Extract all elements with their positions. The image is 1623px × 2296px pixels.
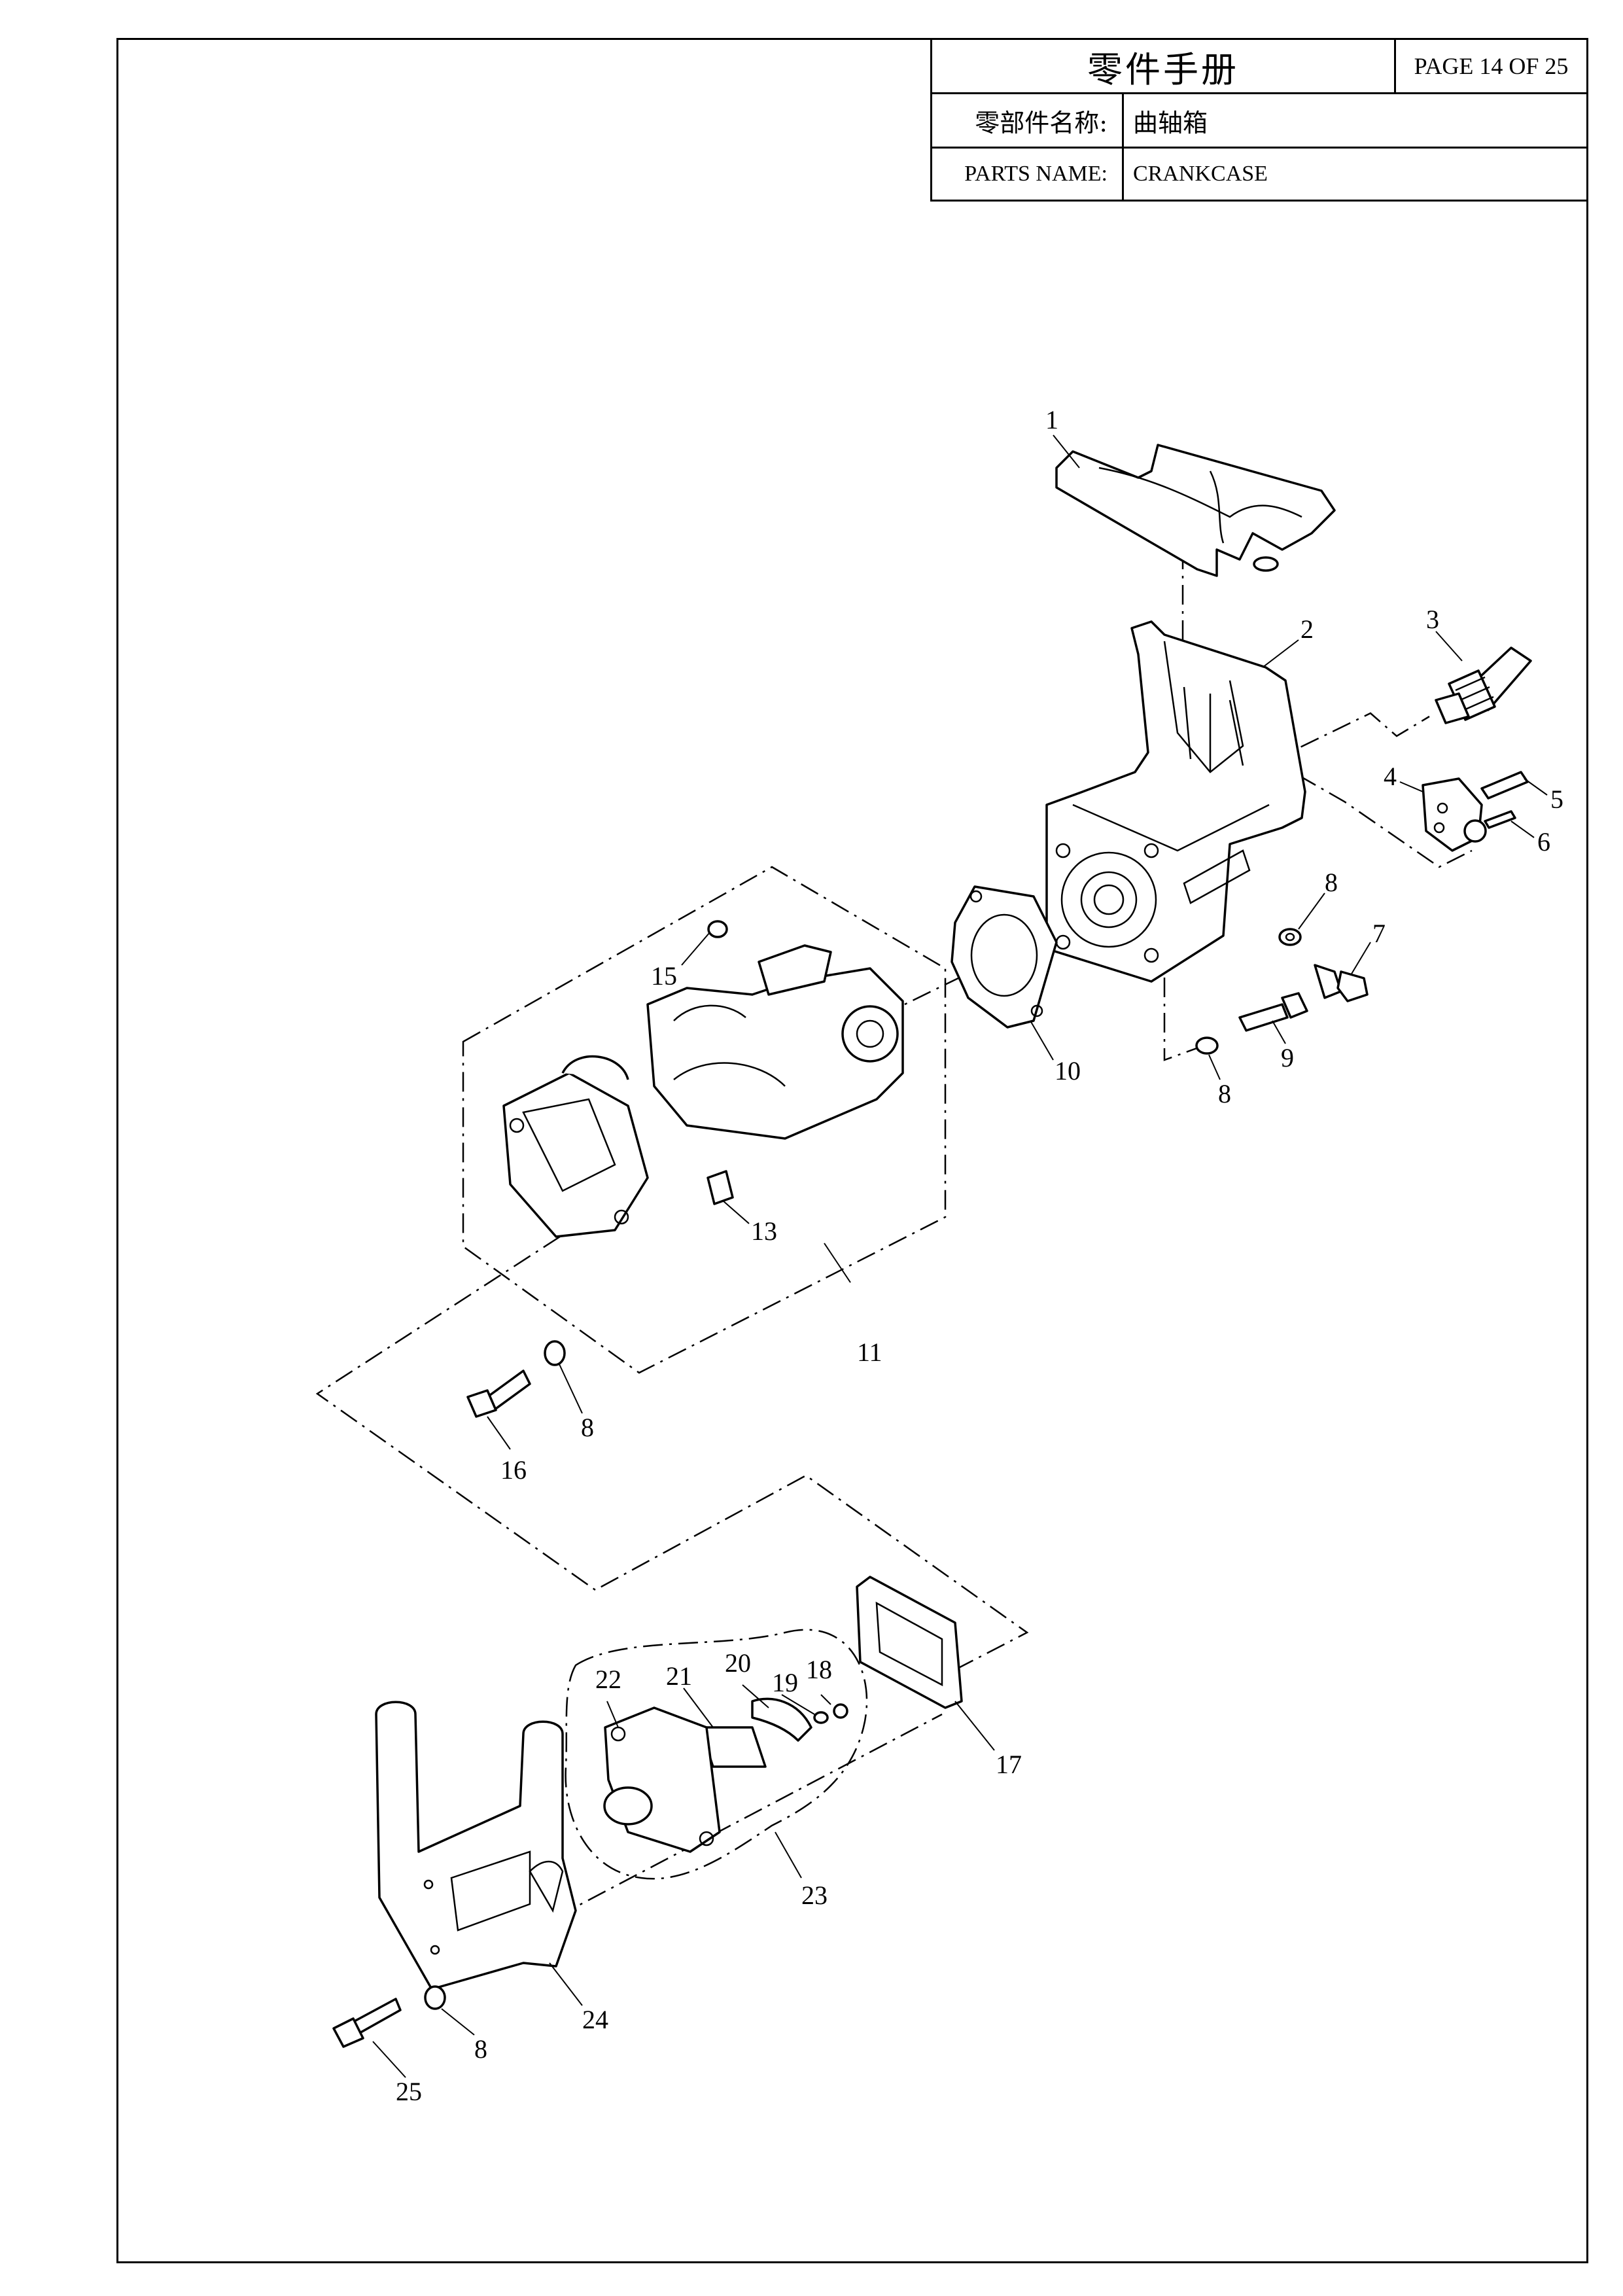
leader-lines	[372, 434, 1548, 2078]
callout-23: 23	[801, 1881, 828, 1910]
part-19-washer	[813, 1711, 829, 1724]
part-7-bolt	[1314, 964, 1369, 1002]
bolt16-guide	[315, 1235, 1029, 1686]
part-17-gasket	[856, 1576, 963, 1709]
callout-22: 22	[595, 1665, 621, 1694]
callout-16: 16	[500, 1455, 527, 1485]
part-4-bracket	[1422, 777, 1487, 852]
part4-guide	[1298, 774, 1473, 868]
part-11-crankcase-assembly	[502, 944, 904, 1238]
callout-11: 11	[857, 1337, 882, 1367]
callout-20: 20	[725, 1648, 751, 1678]
title-block: 零件手册 PAGE 14 OF 25 零部件名称: 曲轴箱 PARTS NAME…	[930, 38, 1588, 202]
part-15-pin	[707, 920, 728, 938]
assembly-11-outline	[462, 866, 947, 1374]
callout-24: 24	[582, 2005, 608, 2034]
callout-4: 4	[1384, 762, 1397, 791]
callout-8-c: 8	[581, 1413, 594, 1442]
callout-1: 1	[1045, 405, 1058, 434]
part-22-reed-block	[603, 1706, 721, 1853]
part-8-washer-c	[544, 1340, 566, 1366]
part-6-pin	[1484, 810, 1516, 829]
callout-2: 2	[1300, 614, 1314, 644]
part-5-clip	[1480, 771, 1529, 800]
callout-8-b: 8	[1218, 1079, 1231, 1108]
callout-15: 15	[651, 961, 677, 991]
part-8-washer-d	[424, 1985, 446, 2010]
callout-3: 3	[1426, 605, 1439, 634]
part-13-sleeve	[707, 1170, 734, 1205]
callout-25: 25	[396, 2077, 422, 2106]
callout-9: 9	[1281, 1043, 1294, 1072]
part-name-label-cn: 零部件名称:	[930, 92, 1124, 149]
part-3-spark-plug	[1435, 646, 1532, 724]
callout-10: 10	[1055, 1056, 1081, 1086]
part-25-bolt	[332, 1998, 402, 2048]
part-name-label-en: PARTS NAME:	[930, 147, 1124, 202]
part-name-value-en: CRANKCASE	[1122, 147, 1588, 202]
callout-5: 5	[1550, 785, 1563, 814]
callout-17: 17	[996, 1750, 1022, 1779]
part-10-gasket	[951, 885, 1058, 1029]
callout-8-a: 8	[1325, 868, 1338, 897]
callout-6: 6	[1537, 827, 1550, 857]
washer8-guide-right	[1163, 942, 1201, 1061]
part-2-housing	[1045, 620, 1306, 983]
callout-19: 19	[772, 1668, 798, 1697]
part-1-cover	[1055, 444, 1336, 577]
part-20-reed-stop	[751, 1697, 812, 1742]
callout-8-d: 8	[474, 2034, 487, 2064]
callout-13: 13	[751, 1216, 777, 1246]
part-18-screw	[833, 1703, 848, 1719]
callout-18: 18	[806, 1655, 832, 1684]
part-8-washer-a	[1278, 928, 1302, 946]
part-16-bolt	[466, 1369, 531, 1418]
assembly-23-outline	[565, 1629, 868, 1880]
part-8-washer-b	[1195, 1036, 1219, 1055]
callout-21: 21	[666, 1661, 692, 1691]
part-24-manifold	[375, 1701, 577, 1990]
part-9-bolt	[1238, 992, 1308, 1032]
drawing-frame	[116, 38, 1588, 2263]
callout-7: 7	[1372, 919, 1386, 948]
